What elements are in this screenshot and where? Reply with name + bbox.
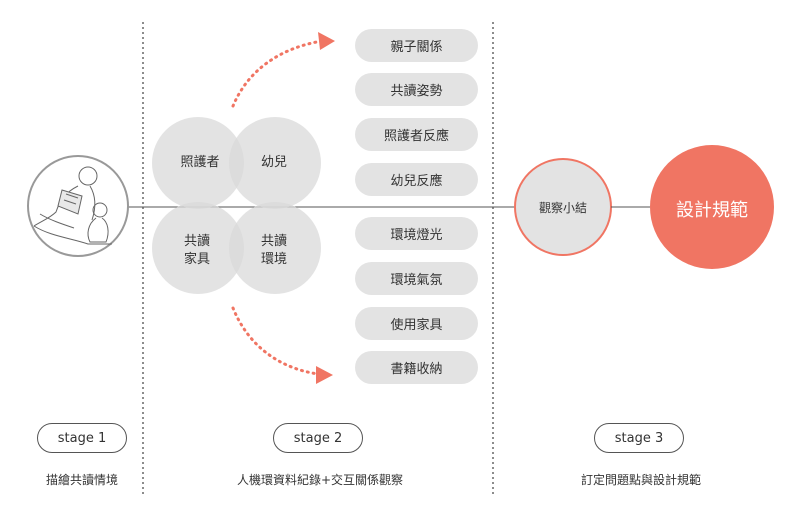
design-spec-label: 設計規範	[676, 200, 748, 221]
venn-circle-furniture	[152, 202, 244, 294]
pill-atmosphere: 環境氣氛	[355, 262, 478, 295]
venn-label-furniture-line2: 家具	[183, 252, 210, 267]
design-spec-circle	[650, 145, 774, 269]
venn-circle-child	[229, 117, 321, 209]
venn-label-caregiver: 照護者	[180, 155, 220, 170]
pill-lighting: 環境燈光	[355, 217, 478, 250]
stage-3-caption: 訂定問題點與設計規範	[580, 473, 701, 487]
venn-circle-caregiver	[152, 117, 244, 209]
pill-parent-child-relation: 親子關係	[355, 29, 478, 62]
arrow-down-head	[316, 366, 333, 384]
venn-label-environment: 共讀 環境	[244, 233, 304, 269]
venn-circle-environment	[229, 202, 321, 294]
stage-2-button[interactable]: stage 2	[273, 423, 363, 453]
venn-label-child: 幼兒	[260, 155, 287, 170]
pill-caregiver-reaction: 照護者反應	[355, 118, 478, 151]
arrow-up-curve	[231, 39, 324, 108]
stage-1-caption: 描繪共讀情境	[45, 473, 118, 487]
venn-label-furniture-line1: 共讀	[183, 234, 210, 249]
pill-reading-posture: 共讀姿勢	[355, 73, 478, 106]
arrow-down-curve	[231, 306, 320, 376]
reading-illustration	[27, 155, 129, 257]
venn-label-furniture: 共讀 家具	[167, 233, 227, 269]
pill-book-storage: 書籍收納	[355, 351, 478, 384]
venn-diagram	[152, 117, 321, 294]
venn-label-environment-line1: 共讀	[260, 234, 287, 249]
stage-2-caption: 人機環資料紀錄+交互關係觀察	[236, 473, 404, 487]
pill-furniture-use: 使用家具	[355, 307, 478, 340]
pill-child-reaction: 幼兒反應	[355, 163, 478, 196]
stage-1-button[interactable]: stage 1	[37, 423, 127, 453]
arrow-up-head	[318, 32, 335, 50]
summary-label: 觀察小結	[538, 201, 587, 215]
stage-3-button[interactable]: stage 3	[594, 423, 684, 453]
venn-label-environment-line2: 環境	[260, 252, 287, 267]
